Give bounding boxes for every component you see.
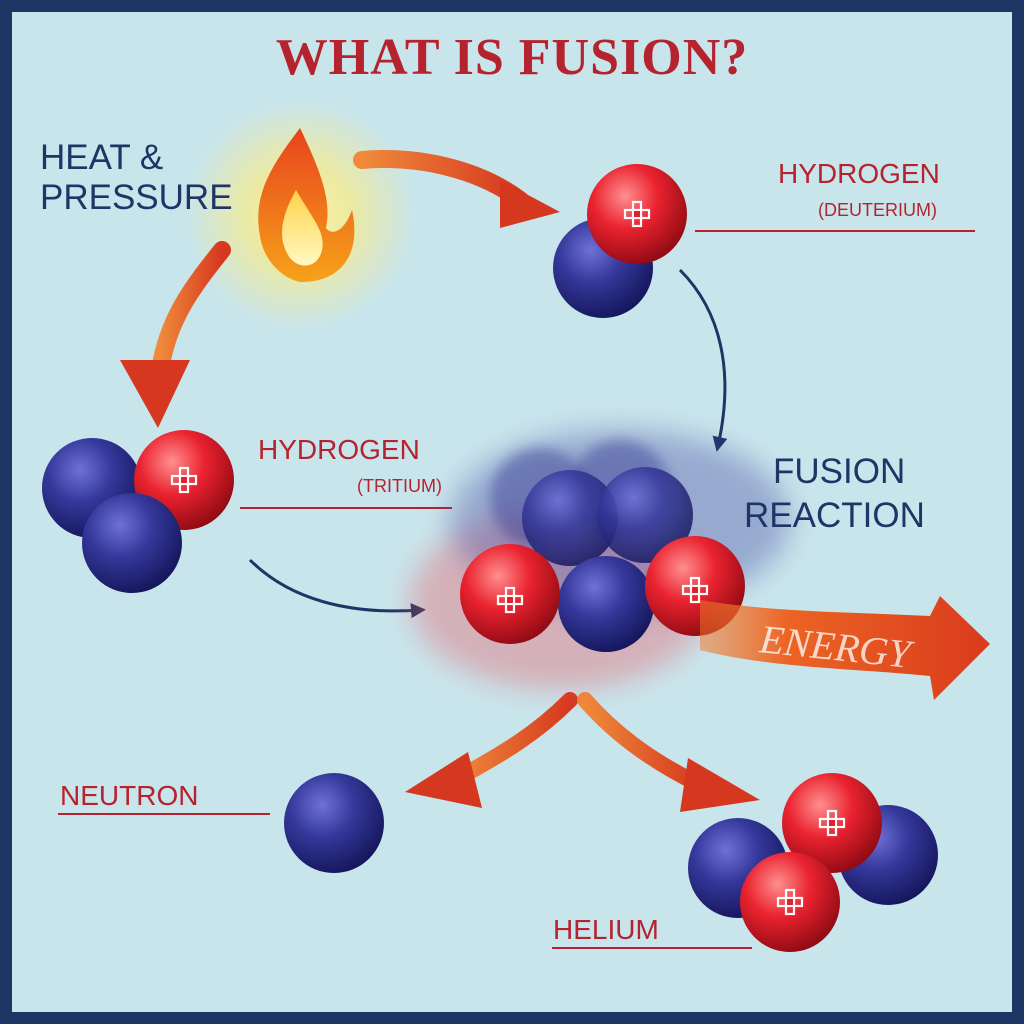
heat-label-line2: PRESSURE xyxy=(40,178,233,217)
free-neutron-particle xyxy=(284,773,384,873)
neutron-label: NEUTRON xyxy=(60,780,199,811)
arrow-heat-to-deuterium xyxy=(353,150,560,228)
flame-icon xyxy=(258,128,355,282)
arrow-to-neutron xyxy=(405,692,578,808)
neutron-particle xyxy=(597,467,693,563)
proton-particle xyxy=(460,544,560,644)
neutron-particle xyxy=(82,493,182,593)
arrow-heat-to-tritium xyxy=(120,241,231,428)
helium-label: HELIUM xyxy=(553,914,659,945)
page-title: WHAT IS FUSION? xyxy=(275,29,749,86)
heat-label-line1: HEAT & xyxy=(40,138,164,177)
neutron-particle xyxy=(558,556,654,652)
energy-arrow xyxy=(700,596,990,700)
fusion-label-line1: FUSION xyxy=(773,452,906,491)
arrow-deuterium-to-reaction xyxy=(678,268,728,452)
deuterium-sublabel: (DEUTERIUM) xyxy=(818,200,937,220)
tritium-sublabel: (TRITIUM) xyxy=(357,476,442,496)
helium-nucleus xyxy=(688,773,938,952)
deuterium-nucleus xyxy=(553,164,687,318)
tritium-label: HYDROGEN xyxy=(258,434,420,465)
arrow-tritium-to-reaction xyxy=(248,558,426,619)
arrow-to-helium xyxy=(577,692,760,812)
deuterium-label: HYDROGEN xyxy=(778,158,940,189)
tritium-nucleus xyxy=(42,430,234,593)
fusion-label-line2: REACTION xyxy=(744,496,925,535)
fusion-reaction-cluster xyxy=(410,430,790,690)
neutron-particle xyxy=(522,470,618,566)
